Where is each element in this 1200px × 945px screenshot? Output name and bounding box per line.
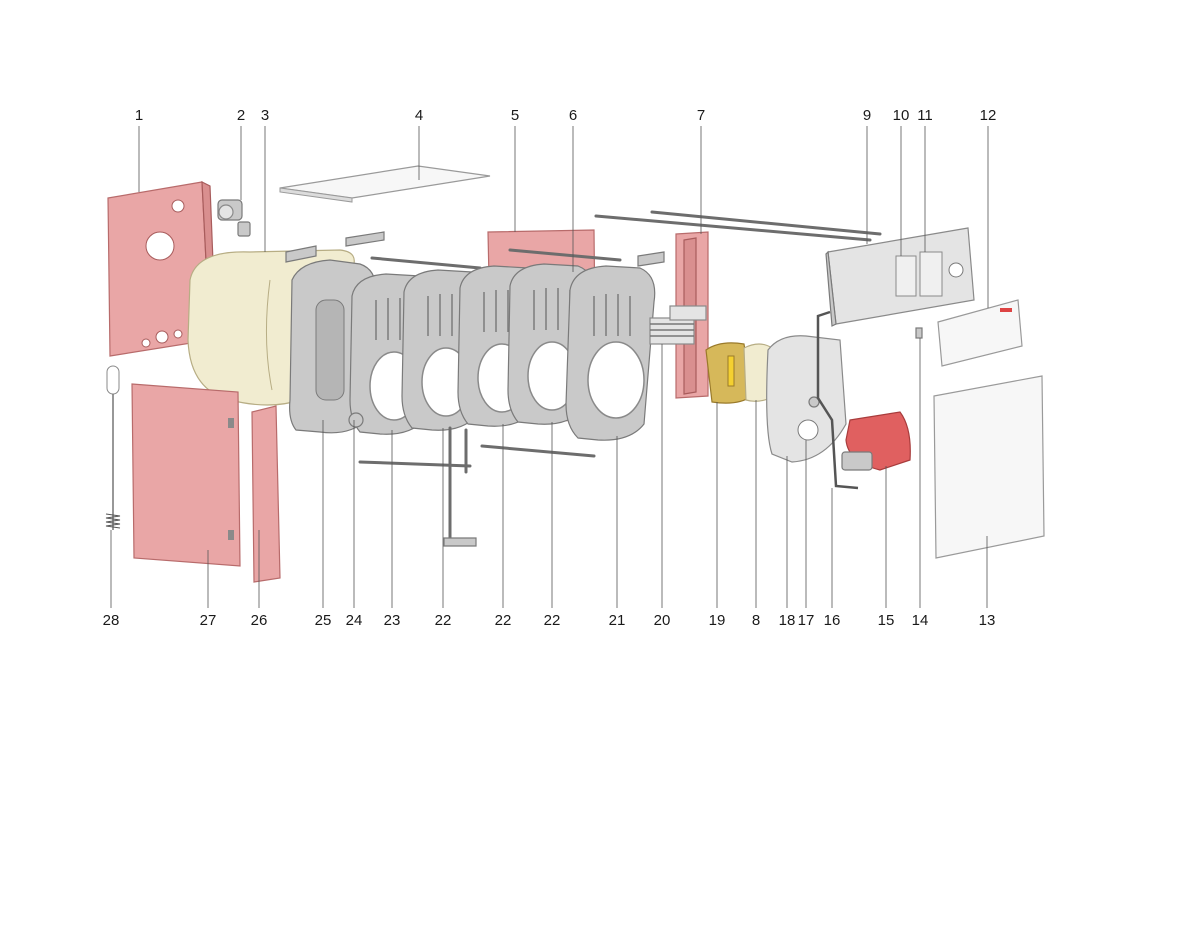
callout-15: 15: [878, 612, 895, 629]
callout-27: 27: [200, 612, 217, 629]
callout-9: 9: [863, 107, 871, 124]
callout-18: 18: [779, 612, 796, 629]
callout-6: 6: [569, 107, 577, 124]
part-front-cover: [937, 299, 1023, 367]
callout-12: 12: [980, 107, 997, 124]
part-side-panel-left: [131, 383, 241, 567]
callout-14: 14: [912, 612, 929, 629]
callout-28: 28: [103, 612, 120, 629]
part-front-strip: [251, 405, 281, 583]
part-brackets: [285, 231, 665, 267]
part-burner: [841, 411, 911, 471]
part-circulation-pump: [217, 199, 251, 237]
callout-24: 24: [346, 612, 363, 629]
callout-19: 19: [709, 612, 726, 629]
callout-23: 23: [384, 612, 401, 629]
callouts-top: 1 2 3 4 5 6 7 9 10 11 12: [135, 107, 997, 124]
part-boiler-door: [766, 335, 847, 463]
callout-16: 16: [824, 612, 841, 629]
callout-4: 4: [415, 107, 423, 124]
part-back-panel: [107, 181, 217, 357]
callout-22c: 22: [544, 612, 561, 629]
callout-2: 2: [237, 107, 245, 124]
callout-22b: 22: [495, 612, 512, 629]
callout-21: 21: [609, 612, 626, 629]
callouts-bottom: 28 27 26 25 24 23 22 22 22 21 20 19 8 18…: [103, 612, 996, 629]
leaders-bottom: [110, 338, 988, 608]
part-plug: [348, 412, 364, 428]
part-control-panel: [825, 227, 975, 327]
part-fuel-pipe: [816, 310, 859, 490]
callout-26: 26: [251, 612, 268, 629]
callout-17: 17: [798, 612, 815, 629]
part-turbulators: [649, 305, 707, 345]
callout-10: 10: [893, 107, 910, 124]
callout-8: 8: [752, 612, 760, 629]
part-screw: [915, 327, 923, 339]
part-sensor-probe: [105, 365, 121, 530]
part-front-panel-large: [933, 375, 1045, 559]
callout-3: 3: [261, 107, 269, 124]
callout-7: 7: [697, 107, 705, 124]
part-tie-rods: [358, 210, 882, 468]
callout-1: 1: [135, 107, 143, 124]
callout-5: 5: [511, 107, 519, 124]
callout-22a: 22: [435, 612, 452, 629]
part-stand: [443, 426, 477, 547]
callout-20: 20: [654, 612, 671, 629]
part-top-plate: [279, 165, 491, 203]
callout-25: 25: [315, 612, 332, 629]
callout-11: 11: [917, 107, 933, 124]
callout-13: 13: [979, 612, 996, 629]
part-front-section-21: [565, 265, 656, 441]
leaders-top: [138, 126, 989, 308]
